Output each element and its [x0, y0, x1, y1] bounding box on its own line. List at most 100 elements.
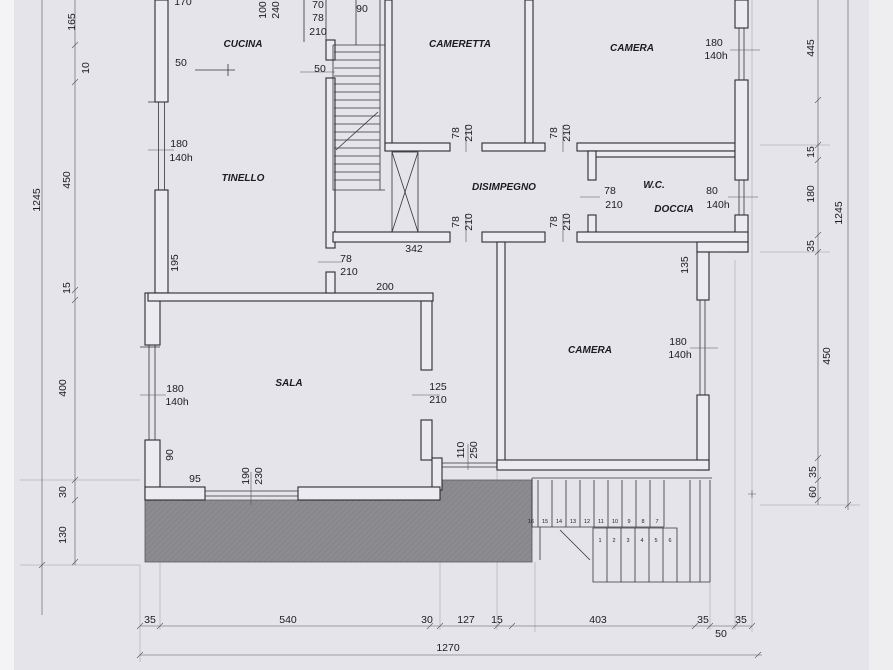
room-label-sala: SALA — [275, 378, 302, 389]
wall-wc-north — [587, 150, 736, 158]
wall-disimpegno-south-a — [332, 231, 451, 243]
opening-label: 240 — [270, 1, 282, 19]
room-label-tinello: TINELLO — [222, 173, 265, 184]
dimension-bottom: 35 — [697, 614, 709, 626]
stair-step-number: 16 — [528, 519, 534, 525]
window-label: 180 — [170, 138, 188, 150]
wall-cameretta-south-a — [384, 142, 451, 152]
window-label: 180 — [705, 37, 723, 49]
opening-label: 50 — [175, 57, 187, 69]
room-label-disimpegno: DISIMPEGNO — [472, 182, 536, 193]
shaft-box — [391, 151, 419, 233]
stair-step-number: 11 — [598, 519, 604, 525]
door-label: 78 — [450, 216, 462, 228]
door-label: 190 — [240, 467, 252, 485]
wall-camera-south-west — [496, 241, 506, 469]
door-label: 78 — [604, 185, 616, 197]
stair-step-number: 8 — [641, 519, 644, 525]
wall-sala-east-a — [420, 300, 433, 371]
door-label: 78 — [340, 253, 352, 265]
wall-cameretta-south-b — [481, 142, 546, 152]
wall-tinello-east-low — [325, 271, 336, 294]
room-label-camera-south: CAMERA — [568, 345, 612, 356]
dimension-right-total: 1245 — [833, 201, 845, 225]
door-label: 78 — [450, 127, 462, 139]
opening-label: 70 — [312, 0, 324, 11]
dimension-left: 15 — [61, 282, 73, 294]
dimension-right: 60 — [807, 486, 819, 498]
window-label: 140h — [169, 152, 193, 164]
wall-west-tinello — [154, 189, 169, 294]
stair-steps — [334, 51, 380, 181]
extension-lines — [20, 0, 860, 662]
room-label-camera-north: CAMERA — [610, 43, 654, 54]
wall-cameretta-west — [384, 0, 393, 151]
window-label: 180 — [669, 336, 687, 348]
window-label: 140h — [668, 349, 692, 361]
stair-step-number: 5 — [654, 538, 657, 544]
dimension-left: 400 — [57, 379, 69, 397]
wall-east-a — [734, 0, 749, 29]
interior-staircase — [332, 0, 385, 191]
dimension-bottom: 50 — [715, 628, 727, 640]
stair-step-number: 9 — [627, 519, 630, 525]
exterior-staircase: 16 15 14 13 12 11 10 9 8 7 1 2 3 4 5 6 — [528, 477, 712, 583]
window-label: 140h — [704, 50, 728, 62]
stair-step-number: 10 — [612, 519, 618, 525]
dimension-label: 95 — [189, 473, 201, 485]
stair-step-number: 3 — [626, 538, 629, 544]
wall-entrance-jamb — [431, 457, 443, 491]
wall-camera-south-south — [496, 459, 710, 471]
stair-step-number: 13 — [570, 519, 576, 525]
wall-wc-west-a — [587, 150, 597, 181]
door-label: 125 — [429, 381, 447, 393]
door-label: 250 — [468, 441, 480, 459]
wall-cameretta-east — [524, 0, 534, 151]
dimension-bottom: 35 — [735, 614, 747, 626]
wall-camera-south-east-a — [696, 251, 710, 301]
dimension-lines — [38, 0, 852, 659]
dimension-bottom: 35 — [144, 614, 156, 626]
door-label: 210 — [463, 124, 475, 142]
door-label: 210 — [605, 199, 623, 211]
dimension-bottom: 403 — [589, 614, 607, 626]
wall-sala-south-a — [144, 486, 206, 501]
dimension-left: 450 — [61, 171, 73, 189]
dimension-right: 180 — [805, 185, 817, 203]
dimension-label: 135 — [679, 256, 691, 274]
wall-tinello-east — [325, 77, 336, 249]
scan-margin-left — [0, 0, 14, 670]
dimension-bottom: 30 — [421, 614, 433, 626]
dimension-bottom: 15 — [491, 614, 503, 626]
window-label: 80 — [706, 185, 718, 197]
wall-disimpegno-south-b — [481, 231, 546, 243]
stair-break-line — [335, 111, 379, 151]
dimension-right: 35 — [805, 240, 817, 252]
door-label: 230 — [253, 467, 265, 485]
dimension-left: 165 — [66, 13, 78, 31]
dimension-right: 450 — [821, 347, 833, 365]
dimension-label: 195 — [169, 254, 181, 272]
door-label: 110 — [455, 441, 467, 458]
window-label: 180 — [166, 383, 184, 395]
shaft-cross — [391, 151, 419, 233]
scan-margin-right — [869, 0, 893, 670]
room-label-wc: W.C. — [643, 180, 664, 191]
room-label-cameretta: CAMERETTA — [429, 39, 491, 50]
exterior-stair-outline — [531, 477, 712, 583]
dimension-label: 200 — [376, 281, 394, 293]
wall-cucina-east-top — [325, 39, 336, 61]
dimension-right: 35 — [807, 466, 819, 478]
door-label: 210 — [561, 124, 573, 142]
dimension-label: 342 — [405, 243, 423, 255]
stair-step-number: 4 — [640, 538, 643, 544]
wall-west-cucina — [154, 0, 169, 103]
dimension-bottom: 540 — [279, 614, 297, 626]
dimension-left-total: 1245 — [31, 188, 43, 212]
wall-disimpegno-south-c — [576, 231, 749, 243]
opening-label: 210 — [309, 26, 327, 38]
stair-step-number: 6 — [668, 538, 671, 544]
door-label: 210 — [561, 213, 573, 231]
window-label: 140h — [706, 199, 730, 211]
door-label: 210 — [340, 266, 358, 278]
